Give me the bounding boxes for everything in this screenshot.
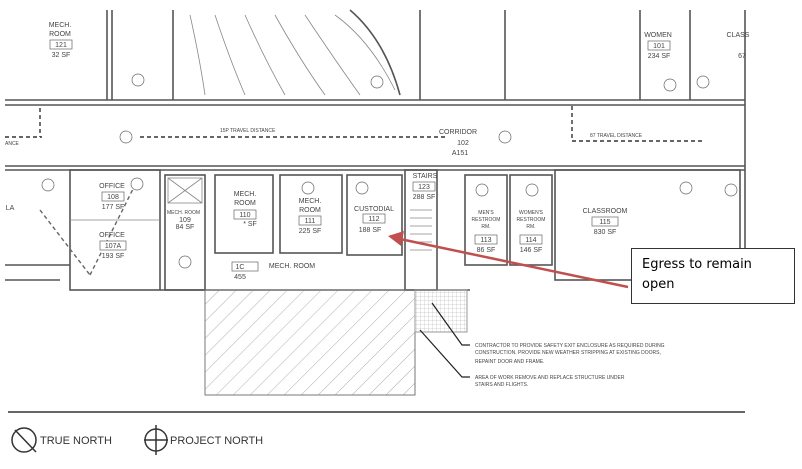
svg-text:111: 111 [305,218,316,225]
svg-text:123: 123 [418,184,430,191]
svg-text:CLASSROOM: CLASSROOM [583,208,628,215]
svg-text:113: 113 [480,237,491,244]
svg-text:CUSTODIAL: CUSTODIAL [354,206,394,213]
svg-text:225 SF: 225 SF [299,228,322,235]
true-north-label: TRUE NORTH [40,435,112,447]
svg-text:MEN'S: MEN'S [478,210,494,216]
walls [5,9,746,300]
svg-text:ROOM: ROOM [49,31,71,38]
svg-text:* SF: * SF [243,221,257,228]
svg-text:LA: LA [6,205,15,212]
svg-text:108: 108 [107,194,119,201]
svg-text:OFFICE: OFFICE [99,183,125,190]
svg-text:177 SF: 177 SF [102,204,125,211]
svg-text:ROOM: ROOM [299,207,321,214]
svg-text:CORRIDOR: CORRIDOR [439,129,477,136]
svg-text:84 SF: 84 SF [176,224,195,231]
svg-text:110: 110 [239,212,250,219]
svg-text:STAIRS: STAIRS [413,173,438,180]
callout-line-1: Egress to remain [642,257,752,272]
svg-text:115: 115 [599,219,610,226]
project-north-label: PROJECT NORTH [170,435,264,447]
svg-text:86 SF: 86 SF [477,247,496,254]
svg-text:1C: 1C [236,264,245,271]
svg-text:RM.: RM. [481,224,490,230]
svg-text:A151: A151 [452,150,468,157]
svg-text:107A: 107A [105,243,122,250]
callout-arrow [388,231,629,289]
svg-text:146 SF: 146 SF [520,247,543,254]
svg-text:RESTROOM: RESTROOM [472,217,501,223]
svg-text:ROOM: ROOM [234,200,256,207]
work-area-hatch [204,289,416,396]
svg-text:CONTRACTOR TO PROVIDE SAFETY E: CONTRACTOR TO PROVIDE SAFETY EXIT ENCLOS… [475,343,665,349]
svg-text:15P TRAVEL DISTANCE: 15P TRAVEL DISTANCE [220,128,276,134]
door-tags [41,73,738,269]
svg-text:CLASS: CLASS [727,32,750,39]
svg-text:CONSTRUCTION. PROVIDE NEW WEAT: CONSTRUCTION. PROVIDE NEW WEATHER STRIPP… [475,350,661,356]
svg-text:REPAINT DOOR AND FRAME.: REPAINT DOOR AND FRAME. [475,359,545,365]
svg-text:WOMEN'S: WOMEN'S [519,210,544,216]
svg-text:OFFICE: OFFICE [99,232,125,239]
svg-text:109: 109 [179,217,191,224]
exit-enclosure-grid [414,289,468,333]
svg-text:121: 121 [55,42,67,49]
svg-text:STAIRS AND FLIGHTS.: STAIRS AND FLIGHTS. [475,382,528,388]
svg-text:MECH. ROOM: MECH. ROOM [269,263,315,270]
svg-text:455: 455 [234,274,246,281]
callout-line-2: open [642,277,675,292]
room-labels: MECH. ROOM 121 32 SF WOMEN 101 234 SF CL… [5,22,750,281]
svg-text:193 SF: 193 SF [102,253,125,260]
svg-text:112: 112 [368,216,379,223]
svg-text:114: 114 [525,237,536,244]
svg-text:MECH.: MECH. [234,191,257,198]
construction-notes: CONTRACTOR TO PROVIDE SAFETY EXIT ENCLOS… [475,343,665,388]
svg-text:RM.: RM. [526,224,535,230]
svg-text:MECH. ROOM: MECH. ROOM [167,210,200,216]
svg-text:234 SF: 234 SF [648,53,671,60]
svg-text:AREA OF WORK REMOVE AND REPLAC: AREA OF WORK REMOVE AND REPLACE STRUCTUR… [475,375,625,381]
svg-text:101: 101 [653,43,665,50]
svg-text:RESTROOM: RESTROOM [517,217,546,223]
svg-text:102: 102 [457,140,469,147]
svg-text:188 SF: 188 SF [359,227,382,234]
svg-text:ANCE: ANCE [5,141,20,147]
project-north-icon [144,425,168,455]
egress-callout: Egress to remain open [631,248,795,304]
svg-text:288 SF: 288 SF [413,194,436,201]
true-north-icon [11,427,37,453]
svg-text:67: 67 [738,53,746,60]
svg-text:MECH.: MECH. [299,198,322,205]
svg-text:87 TRAVEL DISTANCE: 87 TRAVEL DISTANCE [590,133,643,139]
svg-text:32 SF: 32 SF [52,52,71,59]
room-name: MECH. [49,22,72,29]
svg-text:WOMEN: WOMEN [644,32,672,39]
svg-text:830 SF: 830 SF [594,229,617,236]
